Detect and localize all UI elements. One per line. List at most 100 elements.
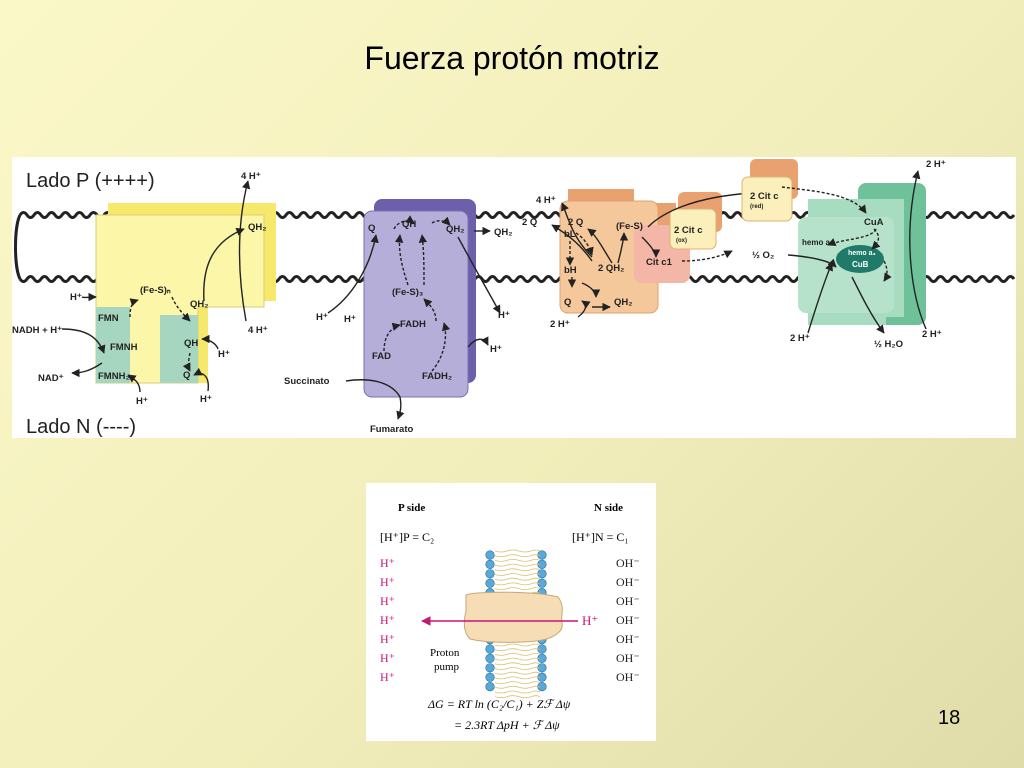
oh-minus-ion: OH⁻	[616, 613, 640, 627]
lipid-tail	[494, 573, 541, 576]
lipid-tail	[494, 695, 541, 699]
c1-h-bot2: H⁺	[200, 394, 212, 405]
c2-fes3: (Fe-S)₃	[392, 287, 423, 298]
page-number: 18	[938, 707, 961, 729]
oh-minus-ion: OH⁻	[616, 575, 640, 589]
pump-label-2: pump	[434, 661, 460, 673]
c1-fmn: FMN	[98, 313, 119, 324]
c2-succinato: Succinato	[284, 376, 330, 387]
lipid-tail	[494, 685, 541, 689]
h-plus-ion: H⁺	[380, 556, 395, 570]
complex-iv	[798, 183, 926, 325]
c1-qh2-top: QH₂	[248, 222, 266, 233]
c2-arrows	[327, 215, 501, 420]
c4-arrows	[781, 170, 927, 334]
c3-2q-a: 2 Q	[522, 217, 537, 228]
lipid-tail	[494, 662, 541, 666]
c4-cub: CuB	[852, 260, 869, 269]
c4-2h-top: 2 H⁺	[926, 159, 946, 170]
lipid-tail	[494, 671, 541, 675]
h-plus-ion: H⁺	[380, 651, 395, 665]
lipid-tail	[494, 587, 541, 590]
lipid-head	[485, 644, 495, 654]
lipid-tail	[494, 653, 541, 656]
lipid-head	[485, 578, 495, 588]
c2-fadh2: FADH₂	[422, 371, 452, 382]
c1-fmnh: FMNH	[110, 342, 138, 353]
lipid-tail	[494, 554, 541, 558]
equation-1: ΔG = RT ln (C₂/C₁) + Zℱ Δψ	[427, 697, 571, 711]
h-plus-ion: H⁺	[380, 594, 395, 608]
c3-2h: 2 H⁺	[550, 319, 570, 330]
slide-title: Fuerza protón motriz	[364, 40, 660, 76]
c1-h-bot1: H⁺	[136, 396, 148, 407]
lipid-tail	[494, 568, 541, 572]
c2-fad: FAD	[372, 351, 391, 362]
c4-2h-bot: 2 H⁺	[790, 333, 810, 344]
n-side-label: N side	[594, 502, 623, 514]
c3-bh: bH	[564, 265, 577, 276]
c2-qh2-in: QH₂	[446, 224, 464, 235]
oh-minus-ion: OH⁻	[616, 670, 640, 684]
cyt-c-red	[741, 159, 798, 222]
pump-label-1: Proton	[430, 647, 460, 659]
equation-2: = 2.3RT ΔpH + ℱ Δψ	[454, 718, 560, 732]
oh-minus-ion: OH⁻	[616, 632, 640, 646]
c3-2qh2: 2 QH₂	[598, 263, 624, 274]
lipid-head	[485, 559, 495, 569]
c3-2q-b: 2 Q	[568, 217, 583, 228]
lipid-head	[485, 550, 495, 560]
c1-qh: QH	[184, 338, 198, 349]
oh-minus-ion: OH⁻	[616, 594, 640, 608]
lipid-tail	[494, 563, 541, 567]
c1-fmnh2: FMNH₂	[98, 371, 130, 382]
c3-citc1: Cit c1	[646, 257, 673, 268]
c1-nadh: NADH + H⁺	[12, 325, 62, 336]
c4-cua: CuA	[864, 217, 884, 228]
c3-arrows	[551, 189, 753, 318]
c4-o2: ½ O₂	[752, 250, 774, 261]
c2-q: Q	[368, 223, 375, 234]
oh-minus-ion: OH⁻	[616, 651, 640, 665]
c3-fes: (Fe-S)	[616, 221, 643, 232]
lipid-tail	[494, 690, 541, 694]
lipid-tail	[494, 582, 541, 586]
c3-citc-ox: 2 Cit c	[674, 225, 703, 236]
oh-minus-ion: OH⁻	[616, 556, 640, 570]
lipid-head	[485, 663, 495, 673]
c3-ox: (ox)	[676, 238, 687, 244]
complex-iii	[559, 189, 690, 314]
lipid-tail	[494, 648, 541, 652]
lipid-head	[485, 653, 495, 663]
c1-qh2-mid: QH₂	[190, 299, 208, 310]
lipid-head	[485, 569, 495, 579]
c2-h3: H⁺	[498, 310, 510, 321]
c3-q: Q	[564, 297, 571, 308]
proton-pump-diagram: P side N side [H⁺]P = C₂ [H⁺]N = C₁ H⁺H⁺…	[366, 483, 656, 741]
c1-4h-right: 4 H⁺	[248, 325, 268, 336]
h-plus-ion: H⁺	[380, 632, 395, 646]
lipid-tail	[494, 681, 541, 684]
h-plus-ion: H⁺	[380, 670, 395, 684]
c2-h4: H⁺	[490, 344, 502, 355]
lipid-head	[485, 672, 495, 682]
oh-minus-column: OH⁻ OH⁻ OH⁻ OH⁻ OH⁻ OH⁻ OH⁻	[616, 556, 640, 684]
c4-h2o: ½ H₂O	[874, 339, 903, 350]
electron-transport-chain-diagram: Lado P (++++) Lado N (----) 4 H⁺ QH₂ (Fe…	[12, 157, 1016, 438]
c1-nad: NAD⁺	[38, 373, 64, 384]
c2-fumarato: Fumarato	[370, 424, 413, 435]
c1-arrows	[61, 180, 251, 393]
lipid-tail	[494, 667, 541, 670]
cyt-c-ox	[669, 192, 722, 250]
lipid-tail	[494, 577, 541, 581]
p-side-label: P side	[398, 502, 425, 514]
c4-citc-red: 2 Cit c	[750, 191, 779, 202]
n-concentration: [H⁺]N = C₁	[572, 530, 629, 544]
h-plus-ion: H⁺	[380, 613, 395, 627]
c3-4h: 4 H⁺	[536, 195, 556, 206]
c4-red: (red)	[750, 204, 763, 210]
c4-2h-right: 2 H⁺	[922, 329, 942, 340]
h-plus-ion: H⁺	[380, 575, 395, 589]
proton-pump-protein	[463, 591, 563, 643]
lipid-tail	[494, 657, 541, 661]
